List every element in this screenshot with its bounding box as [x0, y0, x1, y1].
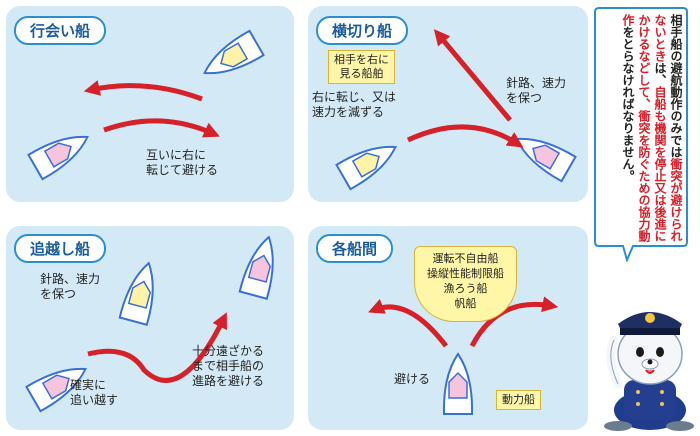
give-way-action: 右に転じ、又は 速力を減ずる: [312, 90, 397, 119]
red-arrow: [433, 29, 512, 122]
boat-icon: [442, 353, 474, 415]
overtaking-diagram: [25, 232, 284, 413]
callout-text-part: 相手船の避航動作のみでは: [669, 14, 683, 158]
red-arrow: [368, 298, 448, 348]
boat-icon: [508, 125, 577, 183]
speech-bubble: [594, 7, 688, 262]
between-types-diagram: [368, 296, 559, 415]
red-arrow: [87, 312, 227, 383]
overtake-action: 確実に 追い越す: [70, 378, 119, 407]
red-arrow: [406, 124, 524, 148]
red-arrow: [469, 296, 559, 348]
panel-title: 追越し船: [14, 234, 107, 263]
callout-text-part: は、: [653, 62, 667, 86]
red-arrow: [83, 80, 203, 102]
panel-crossing: 横切り船 相手を右に 見る船舶 右に転じ、又は 速力を減ずる 針路、速力 を保つ: [308, 6, 588, 202]
stand-on-action: 針路、速力 を保つ: [506, 76, 567, 105]
panel-between-types: 各船間 運転不自由船 操縦性能制限船 漁ろう船 帆船 避ける 動力船: [308, 226, 588, 430]
boat-icon: [118, 258, 164, 326]
boat-icon: [196, 29, 265, 87]
callout-text-part: をとらなければなりません。: [621, 26, 635, 182]
give-way-vessel-box: 相手を右に 見る船舶: [328, 50, 395, 84]
boat-icon: [27, 123, 96, 181]
panel-overtaking: 追越し船 針路、速力 を保つ 確実に 追い越す 十分遠ざかる まで相手船の 進路…: [6, 226, 294, 430]
crossing-diagram: [335, 29, 577, 191]
seal-captain-mascot: [604, 312, 694, 431]
power-vessel-label: 動力船: [496, 390, 541, 410]
head-on-diagram: [27, 29, 265, 181]
callout-highlight: 自船も機関を停止又は後進にかけるなどして、衝突を防ぐための協力動作: [621, 14, 667, 242]
red-arrow: [103, 118, 220, 138]
vessel-types-box: 運転不自由船 操縦性能制限船 漁ろう船 帆船: [414, 246, 517, 322]
panel-title: 横切り船: [316, 16, 409, 45]
callout-highlight: 衝突が避けられないとき: [653, 14, 683, 242]
panel-head-on: 行会い船 互いに右に 転じて避ける: [6, 6, 294, 202]
avoid-label: 避ける: [394, 372, 431, 386]
stand-on-action: 針路、速力 を保つ: [40, 272, 101, 301]
boat-icon: [238, 232, 284, 300]
boat-icon: [335, 133, 404, 191]
callout-text: 相手船の避航動作のみでは衝突が避けられないときは、自船も機関を停止又は後進にかけ…: [602, 14, 684, 242]
overtaking-note: 十分遠ざかる まで相手船の 進路を避ける: [192, 344, 265, 388]
panel-title: 行会い船: [14, 16, 107, 45]
head-on-note: 互いに右に 転じて避ける: [146, 148, 219, 177]
panel-title: 各船間: [316, 234, 394, 263]
